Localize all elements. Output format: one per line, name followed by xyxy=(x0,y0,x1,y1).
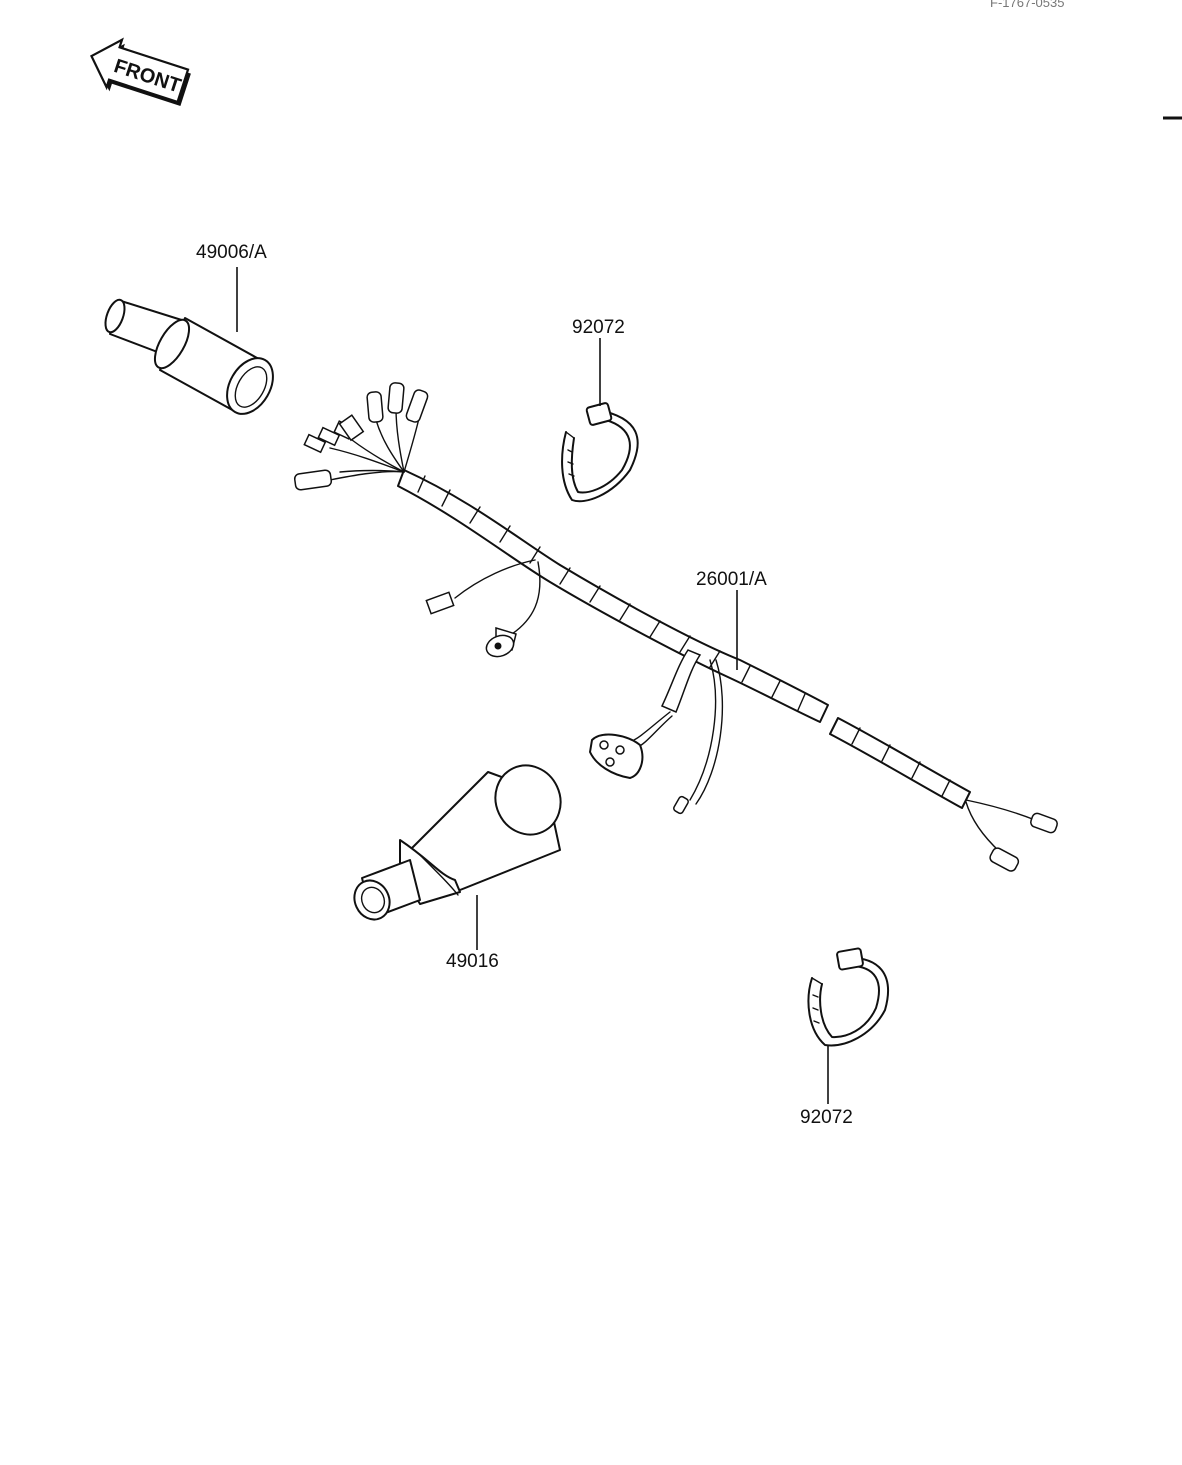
label-49016: 49016 xyxy=(446,951,499,972)
clamp-92072-bottom[interactable] xyxy=(807,947,890,1104)
label-26001a: 26001/A xyxy=(696,569,767,590)
corner-code: F-1767-0535 xyxy=(990,0,1064,10)
sleeve-49006a[interactable] xyxy=(102,267,283,422)
label-92072-bottom: 92072 xyxy=(800,1107,853,1128)
wiring-harness-26001a[interactable] xyxy=(293,382,1059,872)
sleeve-49016[interactable] xyxy=(348,755,572,950)
label-49006a: 49006/A xyxy=(196,242,267,263)
label-92072-top: 92072 xyxy=(572,317,625,338)
clamp-92072-top[interactable] xyxy=(561,338,639,503)
front-arrow-icon: FRONT xyxy=(90,37,191,107)
